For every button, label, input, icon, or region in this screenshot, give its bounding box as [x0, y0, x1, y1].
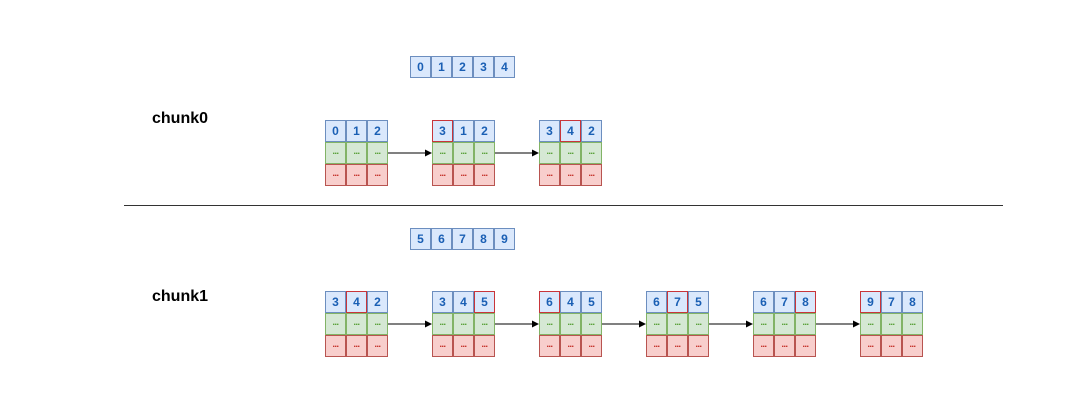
cache-value-slot: ...: [860, 335, 881, 357]
cache-value-slot: ...: [560, 335, 581, 357]
chunk0-label: chunk0: [152, 110, 209, 127]
cache-key-slot: ...: [581, 142, 602, 164]
cache-slot: 1: [346, 120, 367, 142]
cache-value-slot: ...: [667, 335, 688, 357]
cache-value-slot: ...: [432, 164, 453, 186]
cache-key-slot: ...: [795, 313, 816, 335]
cache-key-slot: ...: [560, 313, 581, 335]
cache-slot: 5: [581, 291, 602, 313]
cache-slot: 2: [581, 120, 602, 142]
cache-slot: 6: [646, 291, 667, 313]
cache-key-slot: ...: [560, 142, 581, 164]
cache-value-slot: ...: [325, 335, 346, 357]
sequence-cell: 8: [473, 228, 494, 250]
cache-key-slot: ...: [902, 313, 923, 335]
cache-value-slot: ...: [367, 335, 388, 357]
cache-key-slot: ...: [325, 142, 346, 164]
cache-slot: 3: [432, 291, 453, 313]
cache-key-slot: ...: [774, 313, 795, 335]
cache-key-slot: ...: [646, 313, 667, 335]
cache-key-slot: ...: [453, 142, 474, 164]
sequence-cell: 4: [494, 56, 515, 78]
cache-value-slot: ...: [346, 335, 367, 357]
sequence-cell: 7: [452, 228, 473, 250]
cache-key-slot: ...: [860, 313, 881, 335]
cache-value-slot: ...: [581, 164, 602, 186]
cache-value-slot: ...: [581, 335, 602, 357]
cache-slot: 3: [539, 120, 560, 142]
sequence-cell: 0: [410, 56, 431, 78]
cache-value-slot: ...: [367, 164, 388, 186]
cache-key-slot: ...: [539, 142, 560, 164]
cache-slot: 8: [902, 291, 923, 313]
cache-key-slot: ...: [474, 142, 495, 164]
cache-value-slot: ...: [795, 335, 816, 357]
cache-value-slot: ...: [453, 164, 474, 186]
cache-slot: 2: [367, 291, 388, 313]
sequence-cell: 6: [431, 228, 452, 250]
cache-key-slot: ...: [453, 313, 474, 335]
cache-slot-updated: 5: [474, 291, 495, 313]
chunk1-label: chunk1: [152, 288, 209, 305]
cache-value-slot: ...: [881, 335, 902, 357]
cache-value-slot: ...: [560, 164, 581, 186]
cache-value-slot: ...: [753, 335, 774, 357]
cache-slot-updated: 8: [795, 291, 816, 313]
cache-slot-updated: 3: [432, 120, 453, 142]
sequence-cell: 1: [431, 56, 452, 78]
cache-key-slot: ...: [432, 142, 453, 164]
cache-value-slot: ...: [346, 164, 367, 186]
cache-value-slot: ...: [325, 164, 346, 186]
cache-value-slot: ...: [432, 335, 453, 357]
cache-slot: 3: [325, 291, 346, 313]
chunk-divider: [124, 205, 1003, 206]
cache-slot: 6: [753, 291, 774, 313]
cache-value-slot: ...: [453, 335, 474, 357]
cache-value-slot: ...: [902, 335, 923, 357]
sequence-cell: 2: [452, 56, 473, 78]
cache-slot: 0: [325, 120, 346, 142]
cache-key-slot: ...: [881, 313, 902, 335]
cache-slot: 7: [881, 291, 902, 313]
cache-key-slot: ...: [346, 313, 367, 335]
cache-value-slot: ...: [646, 335, 667, 357]
cache-key-slot: ...: [325, 313, 346, 335]
cache-key-slot: ...: [667, 313, 688, 335]
cache-slot: 4: [560, 291, 581, 313]
cache-value-slot: ...: [539, 164, 560, 186]
cache-slot-updated: 4: [346, 291, 367, 313]
cache-slot-updated: 9: [860, 291, 881, 313]
cache-key-slot: ...: [367, 142, 388, 164]
cache-key-slot: ...: [581, 313, 602, 335]
cache-slot-updated: 7: [667, 291, 688, 313]
cache-slot: 4: [453, 291, 474, 313]
cache-slot: 7: [774, 291, 795, 313]
cache-value-slot: ...: [774, 335, 795, 357]
cache-key-slot: ...: [346, 142, 367, 164]
cache-key-slot: ...: [539, 313, 560, 335]
cache-slot: 5: [688, 291, 709, 313]
cache-value-slot: ...: [474, 164, 495, 186]
cache-slot: 1: [453, 120, 474, 142]
cache-value-slot: ...: [688, 335, 709, 357]
cache-key-slot: ...: [753, 313, 774, 335]
cache-key-slot: ...: [474, 313, 495, 335]
cache-value-slot: ...: [474, 335, 495, 357]
sequence-cell: 9: [494, 228, 515, 250]
cache-key-slot: ...: [367, 313, 388, 335]
cache-slot-updated: 6: [539, 291, 560, 313]
cache-slot-updated: 4: [560, 120, 581, 142]
sequence-cell: 3: [473, 56, 494, 78]
cache-key-slot: ...: [432, 313, 453, 335]
cache-key-slot: ...: [688, 313, 709, 335]
sequence-cell: 5: [410, 228, 431, 250]
cache-value-slot: ...: [539, 335, 560, 357]
cache-slot: 2: [474, 120, 495, 142]
cache-slot: 2: [367, 120, 388, 142]
